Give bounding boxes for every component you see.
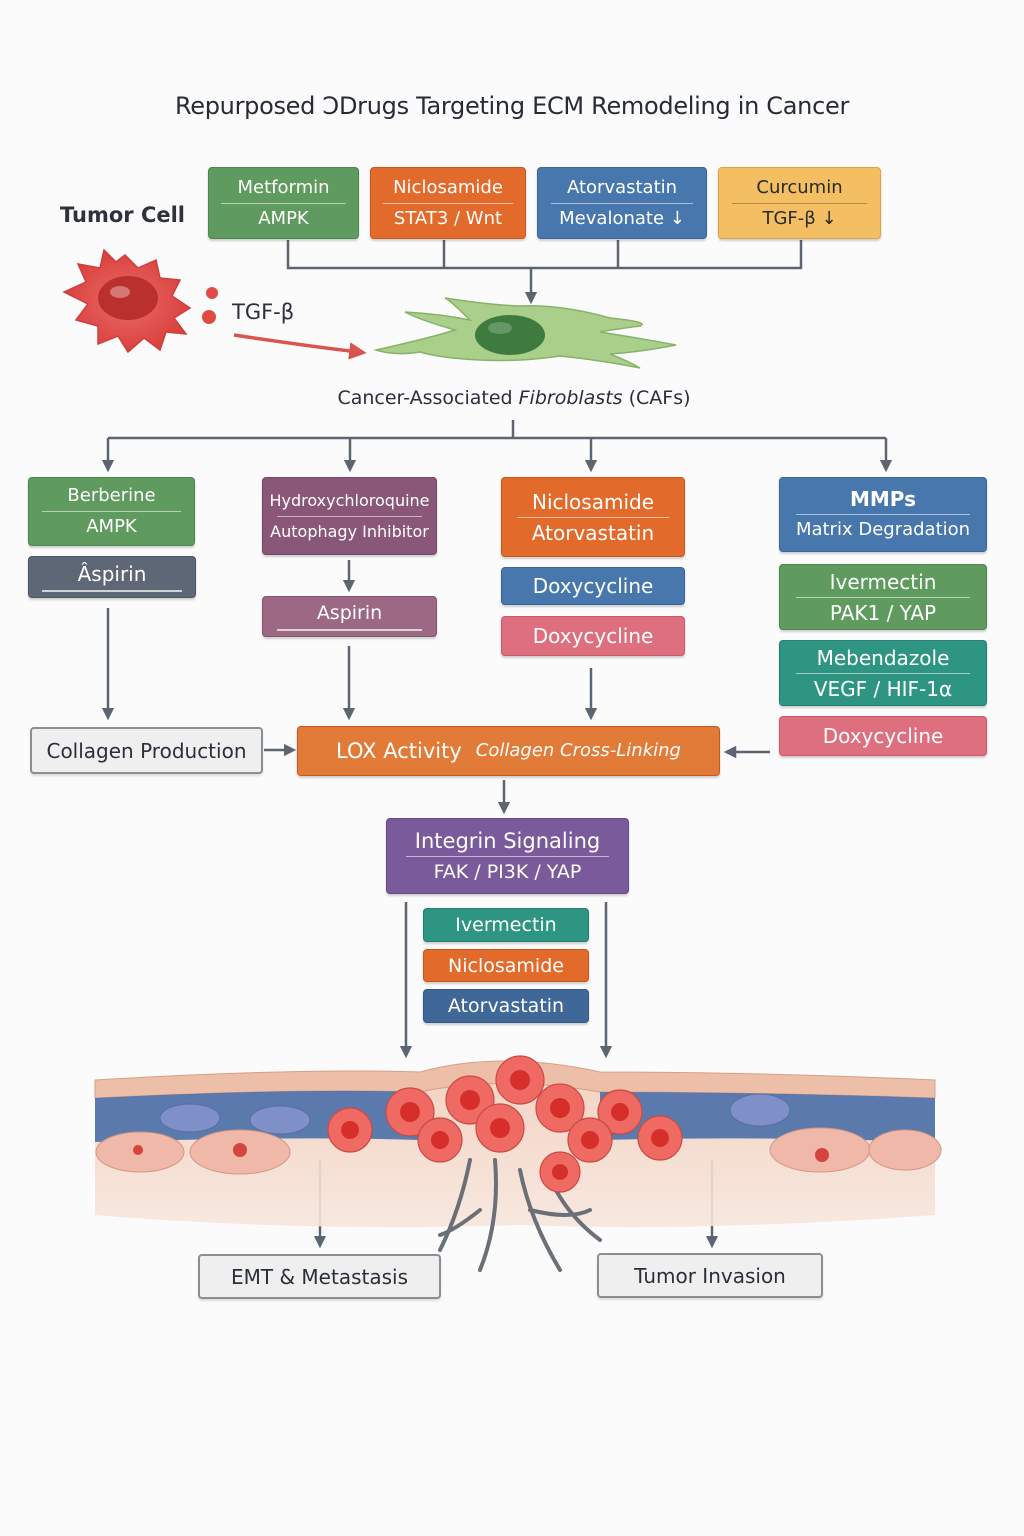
caf-branch-connector xyxy=(101,420,893,473)
box-label: Collagen Production xyxy=(46,738,247,763)
branch-arrows xyxy=(101,560,770,1249)
tgf-beta-label: TGF-β xyxy=(232,300,295,324)
drug-target: AMPK xyxy=(86,516,137,537)
drug-box-curcumin[interactable]: Curcumin TGF-β ↓ xyxy=(718,167,881,239)
drug-target: AMPK xyxy=(258,207,309,229)
divider xyxy=(42,511,181,512)
divider xyxy=(276,515,423,517)
drug-box-metformin[interactable]: Metformin AMPK xyxy=(208,167,359,239)
caf-label-prefix: Cancer-Associated xyxy=(337,387,519,409)
divider xyxy=(383,202,513,204)
drug-box-ivermectin[interactable]: Ivermectin PAK1 / YAP xyxy=(779,564,987,630)
drug-box-mebendazole[interactable]: Mebendazole VEGF / HIF-1α xyxy=(779,640,987,706)
drug-name: Doxycycline xyxy=(822,724,944,748)
drug-target: Atorvastatin xyxy=(531,520,655,545)
drug-box-doxycycline-right[interactable]: Doxycycline xyxy=(779,716,987,756)
integrin-signaling-box[interactable]: Integrin Signaling FAK / PI3K / YAP xyxy=(386,818,629,894)
drug-box-ivermectin-integrin[interactable]: Ivermectin xyxy=(423,908,589,942)
tumor-cell-label: Tumor Cell xyxy=(60,203,185,227)
outcome-emt-metastasis[interactable]: EMT & Metastasis xyxy=(198,1254,441,1299)
drug-box-niclosamide-atorvastatin[interactable]: Niclosamide Atorvastatin xyxy=(501,477,685,557)
drug-name: Mebendazole xyxy=(816,645,950,670)
top-drug-bracket xyxy=(286,240,803,305)
drug-box-doxycycline-blue[interactable]: Doxycycline xyxy=(501,567,685,605)
mmps-box[interactable]: MMPs Matrix Degradation xyxy=(779,477,987,552)
box-sublabel: FAK / PI3K / YAP xyxy=(433,860,582,883)
drug-name: Metformin xyxy=(237,176,330,198)
drug-box-atorvastatin-integrin[interactable]: Atorvastatin xyxy=(423,989,589,1023)
drug-box-atorvastatin[interactable]: Atorvastatin Mevalonate ↓ xyxy=(537,167,707,239)
drug-target: PAK1 / YAP xyxy=(829,600,937,625)
collagen-production-box[interactable]: Collagen Production xyxy=(30,727,263,774)
box-subtitle: Matrix Degradation xyxy=(795,519,971,540)
drug-target: TGF-β ↓ xyxy=(762,207,837,229)
divider xyxy=(731,202,868,204)
divider xyxy=(796,596,970,598)
lox-activity-box[interactable]: LOX Activity Collagen Cross-Linking xyxy=(297,726,720,776)
drug-box-aspirin-2[interactable]: Aspirin xyxy=(262,596,437,637)
drug-box-hydroxychloroquine[interactable]: Hydroxychloroquine Autophagy Inhibitor xyxy=(262,477,437,555)
underline xyxy=(276,629,423,631)
tumor-cell-illustration xyxy=(62,248,367,360)
box-label: Integrin Signaling xyxy=(414,828,601,853)
drug-name: Aspirin xyxy=(316,602,383,624)
divider xyxy=(796,514,970,515)
drug-box-berberine[interactable]: Berberine AMPK xyxy=(28,477,195,546)
drug-name: Ivermectin xyxy=(829,569,937,594)
drug-name: Atorvastatin xyxy=(566,176,678,198)
drug-name: Curcumin xyxy=(756,176,843,198)
box-label: LOX Activity xyxy=(336,739,462,763)
divider xyxy=(406,855,609,857)
drug-name: Niclosamide xyxy=(448,954,564,977)
divider xyxy=(516,516,670,518)
drug-name: Niclosamide xyxy=(393,176,503,198)
caf-illustration xyxy=(373,297,677,369)
drug-name: Hydroxychloroquine xyxy=(269,490,430,510)
drug-box-doxycycline-pink[interactable]: Doxycycline xyxy=(501,616,685,656)
diagram-title: Repurposed ƆDrugs Targeting ECM Remodeli… xyxy=(174,92,850,120)
drug-name: Berberine xyxy=(67,485,156,506)
caf-label: Cancer-Associated Fibroblasts (CAFs) xyxy=(0,387,1024,409)
caf-label-suffix: (CAFs) xyxy=(622,387,691,409)
outcome-label: EMT & Metastasis xyxy=(231,1264,408,1289)
drug-target: Mevalonate ↓ xyxy=(559,207,685,229)
drug-name: Atorvastatin xyxy=(447,995,565,1017)
drug-box-niclosamide[interactable]: Niclosamide STAT3 / Wnt xyxy=(370,167,526,239)
drug-target: STAT3 / Wnt xyxy=(393,207,503,229)
drug-name: Doxycycline xyxy=(532,574,654,598)
drug-target: VEGF / HIF-1α xyxy=(813,676,953,701)
drug-box-niclosamide-integrin[interactable]: Niclosamide xyxy=(423,949,589,982)
divider xyxy=(796,672,970,674)
underline xyxy=(42,589,182,592)
tissue-illustration xyxy=(94,1055,942,1272)
drug-name: Niclosamide xyxy=(531,489,655,514)
box-title: MMPs xyxy=(849,487,916,511)
drug-name: Ivermectin xyxy=(455,914,557,936)
drug-name: Doxycycline xyxy=(532,624,654,648)
drug-box-aspirin-1[interactable]: Âspirin xyxy=(28,556,196,598)
outcome-tumor-invasion[interactable]: Tumor Invasion xyxy=(597,1253,823,1298)
drug-name: Âspirin xyxy=(77,561,147,586)
box-sublabel: Collagen Cross-Linking xyxy=(475,740,681,761)
caf-label-italic: Fibroblasts xyxy=(518,387,623,409)
drug-target: Autophagy Inhibitor xyxy=(270,521,429,541)
outcome-label: Tumor Invasion xyxy=(634,1263,786,1288)
divider xyxy=(551,202,693,204)
divider xyxy=(220,202,347,204)
